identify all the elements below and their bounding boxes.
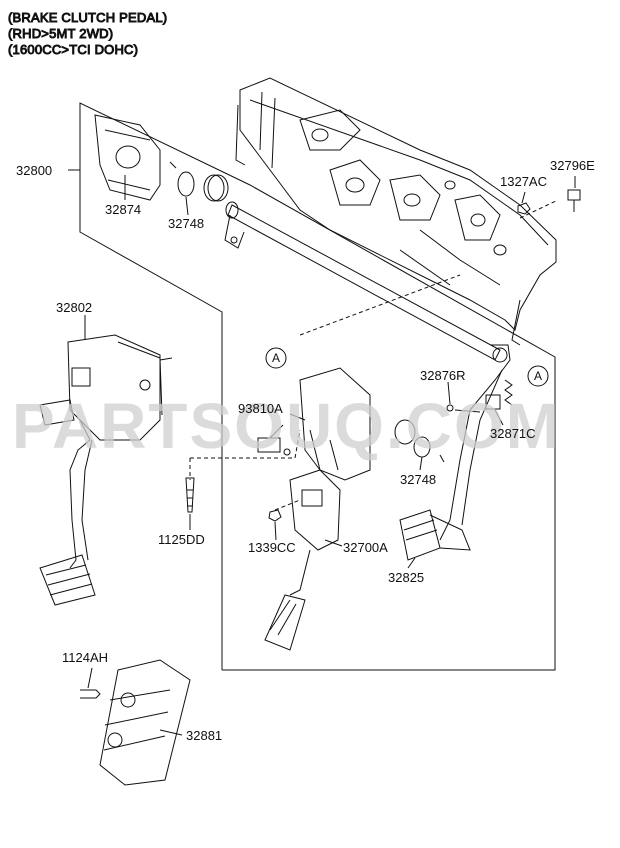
bracket-32874 xyxy=(95,115,160,200)
label-32700A: 32700A xyxy=(343,540,388,555)
pin-32876R xyxy=(447,405,480,412)
label-32748-mid: 32748 xyxy=(400,472,436,487)
leader-1339CC xyxy=(274,521,277,541)
label-32800: 32800 xyxy=(16,163,52,178)
label-32874: 32874 xyxy=(105,202,141,217)
clip-bushing-32748-top xyxy=(170,162,228,201)
leader-93810A-2 xyxy=(289,413,306,421)
dashed-leaders xyxy=(189,199,559,511)
leader-32881 xyxy=(159,729,183,736)
label-32802: 32802 xyxy=(56,300,92,315)
label-32825: 32825 xyxy=(388,570,424,585)
label-1339CC: 1339CC xyxy=(248,540,296,555)
accelerator-module-32700A xyxy=(265,470,340,650)
label-93810A: 93810A xyxy=(238,401,283,416)
leader-93810A xyxy=(269,424,284,439)
label-32748-top: 32748 xyxy=(168,216,204,231)
leader-32871C xyxy=(494,409,504,426)
label-32876R: 32876R xyxy=(420,368,466,383)
header-spec-2: (1600CC>TCI DOHC) xyxy=(8,42,138,57)
brake-pedal-32825 xyxy=(400,345,510,560)
label-1124AH: 1124AH xyxy=(62,650,108,665)
bolt-32796E xyxy=(568,190,580,212)
label-32796E: 32796E xyxy=(550,158,595,173)
callout-a-left xyxy=(265,347,287,369)
header-spec-1: (RHD>5MT 2WD) xyxy=(8,26,113,41)
watermark-text: PARTSOUQ.COM xyxy=(12,390,561,462)
nut-1339CC xyxy=(269,510,281,521)
dash-panel xyxy=(236,78,556,345)
assembly-outline-32800 xyxy=(79,102,556,671)
callout-a-left-label: A xyxy=(272,351,280,365)
leader-32748-top xyxy=(185,196,189,216)
label-32871C: 32871C xyxy=(490,426,536,441)
clutch-pedal-32802 xyxy=(40,335,172,605)
leader-32700A xyxy=(324,539,343,547)
spring-32871C xyxy=(486,380,512,409)
label-32881: 32881 xyxy=(186,728,222,743)
callout-a-right-label: A xyxy=(534,369,542,383)
leader-32876R xyxy=(447,381,451,405)
leader-32825 xyxy=(407,557,416,569)
leader-32748-mid xyxy=(419,456,423,471)
bracket-assembly xyxy=(258,368,370,480)
header-title: (BRAKE CLUTCH PEDAL) xyxy=(8,10,167,25)
leader-1327AC xyxy=(521,191,526,204)
label-1125DD: 1125DD xyxy=(158,532,205,547)
label-1327AC: 1327AC xyxy=(500,174,547,189)
pedal-pad-32881 xyxy=(80,660,190,785)
bolt-1125DD xyxy=(186,478,194,512)
nut-1327AC xyxy=(518,203,530,214)
callout-a-right xyxy=(527,365,549,387)
leader-1124AH xyxy=(87,667,93,689)
pedal-shaft xyxy=(225,202,500,360)
